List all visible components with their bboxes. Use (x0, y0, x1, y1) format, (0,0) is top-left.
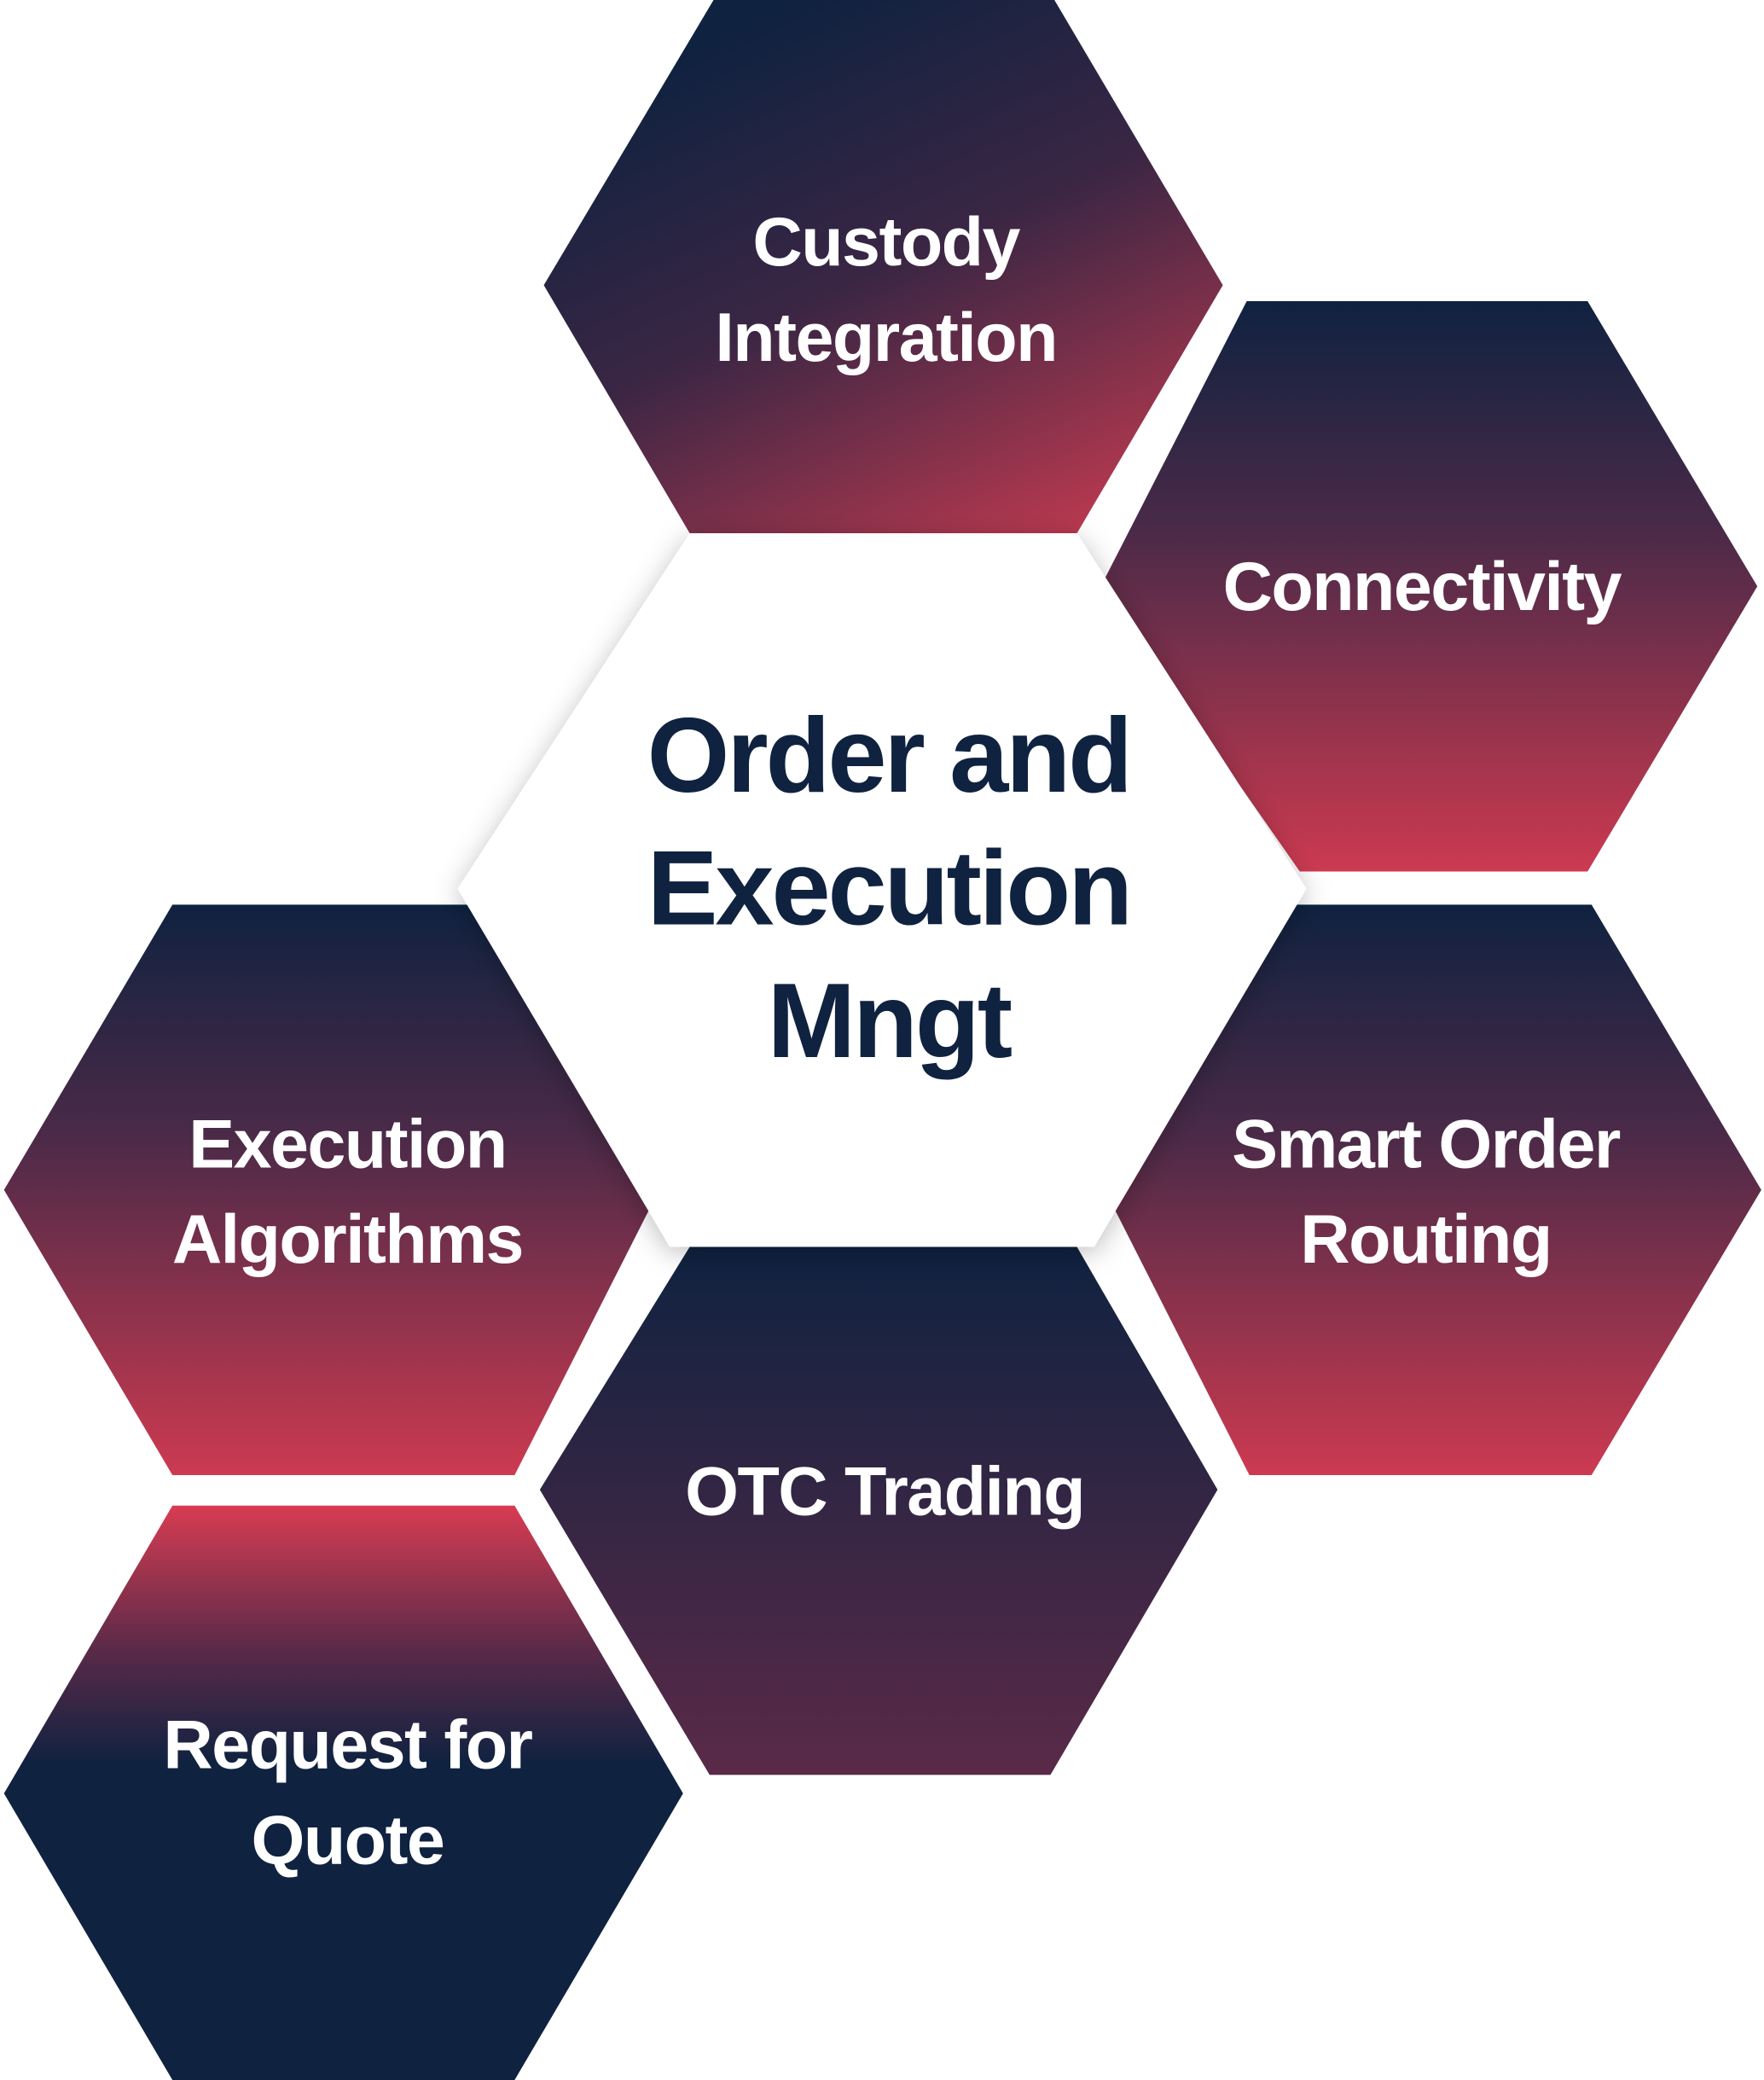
hex-otc-trading: OTC Trading (539, 1246, 1218, 1775)
hex-label: Quote (252, 1803, 444, 1880)
hex-label: OTC Trading (685, 1454, 1084, 1531)
hex-center-order-execution-mngt: Order and Execution Mngt (457, 533, 1307, 1247)
hex-smart-order-routing: Smart Order Routing (1105, 904, 1761, 1475)
hex-label: Algorithms (172, 1201, 523, 1278)
hex-label: Execution (189, 1106, 506, 1182)
center-title-line: Order and (647, 696, 1130, 815)
hex-connectivity: Connectivity (1100, 300, 1758, 872)
hex-label: Integration (715, 299, 1057, 376)
hex-label: Request for (163, 1707, 532, 1784)
hex-request-for-quote: Request for Quote (3, 1505, 683, 2080)
hex-label: Routing (1300, 1201, 1551, 1278)
hex-custody-integration: Custody Integration (543, 0, 1223, 534)
center-title-line: Mngt (768, 962, 1012, 1080)
hex-execution-algorithms: Execution Algorithms (3, 904, 659, 1475)
hex-label: Custody (752, 204, 1020, 281)
hex-label: Connectivity (1223, 549, 1622, 625)
hex-label: Smart Order (1232, 1106, 1621, 1182)
center-title-line: Execution (647, 829, 1130, 948)
